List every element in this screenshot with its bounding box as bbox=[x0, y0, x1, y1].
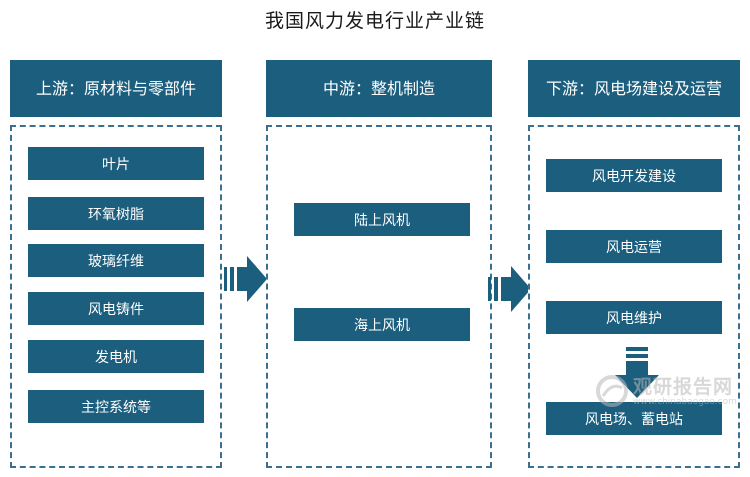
flow-arrow-icon bbox=[224, 256, 267, 302]
midstream-item: 海上风机 bbox=[294, 308, 470, 341]
downstream-item: 风电开发建设 bbox=[546, 159, 722, 192]
downstream-header-label: 下游：风电场建设及运营 bbox=[545, 78, 722, 98]
upstream-item: 环氧树脂 bbox=[28, 197, 204, 230]
upstream-item: 发电机 bbox=[28, 340, 204, 373]
down-arrow-icon bbox=[615, 347, 659, 398]
upstream-item: 风电铸件 bbox=[28, 292, 204, 325]
watermark-url: www.chinabaogao.com bbox=[633, 397, 737, 407]
downstream-panel: 风电开发建设 风电运营 风电维护 风电场、蓄电站 bbox=[528, 125, 740, 468]
upstream-panel: 叶片 环氧树脂 玻璃纤维 风电铸件 发电机 主控系统等 bbox=[10, 125, 222, 468]
downstream-header: 下游：风电场建设及运营 bbox=[528, 60, 740, 117]
upstream-item: 叶片 bbox=[28, 147, 204, 180]
downstream-result: 风电场、蓄电站 bbox=[546, 402, 722, 435]
watermark: 观研报告网 www.chinabaogao.com bbox=[595, 372, 745, 412]
watermark-logo-icon bbox=[596, 375, 628, 407]
watermark-name: 观研报告网 bbox=[633, 376, 734, 398]
midstream-header-label: 中游：整机制造 bbox=[322, 78, 435, 98]
upstream-header-label: 上游：原材料与零部件 bbox=[35, 78, 196, 98]
midstream-item: 陆上风机 bbox=[294, 203, 470, 236]
midstream-panel: 陆上风机 海上风机 bbox=[266, 125, 492, 468]
upstream-item: 主控系统等 bbox=[28, 390, 204, 423]
downstream-item: 风电维护 bbox=[546, 301, 722, 334]
downstream-item: 风电运营 bbox=[546, 230, 722, 263]
page-title: 我国风力发电行业产业链 bbox=[264, 10, 485, 32]
flow-arrow-icon bbox=[488, 266, 531, 312]
midstream-header: 中游：整机制造 bbox=[266, 60, 492, 117]
upstream-item: 玻璃纤维 bbox=[28, 244, 204, 277]
upstream-header: 上游：原材料与零部件 bbox=[10, 60, 222, 117]
